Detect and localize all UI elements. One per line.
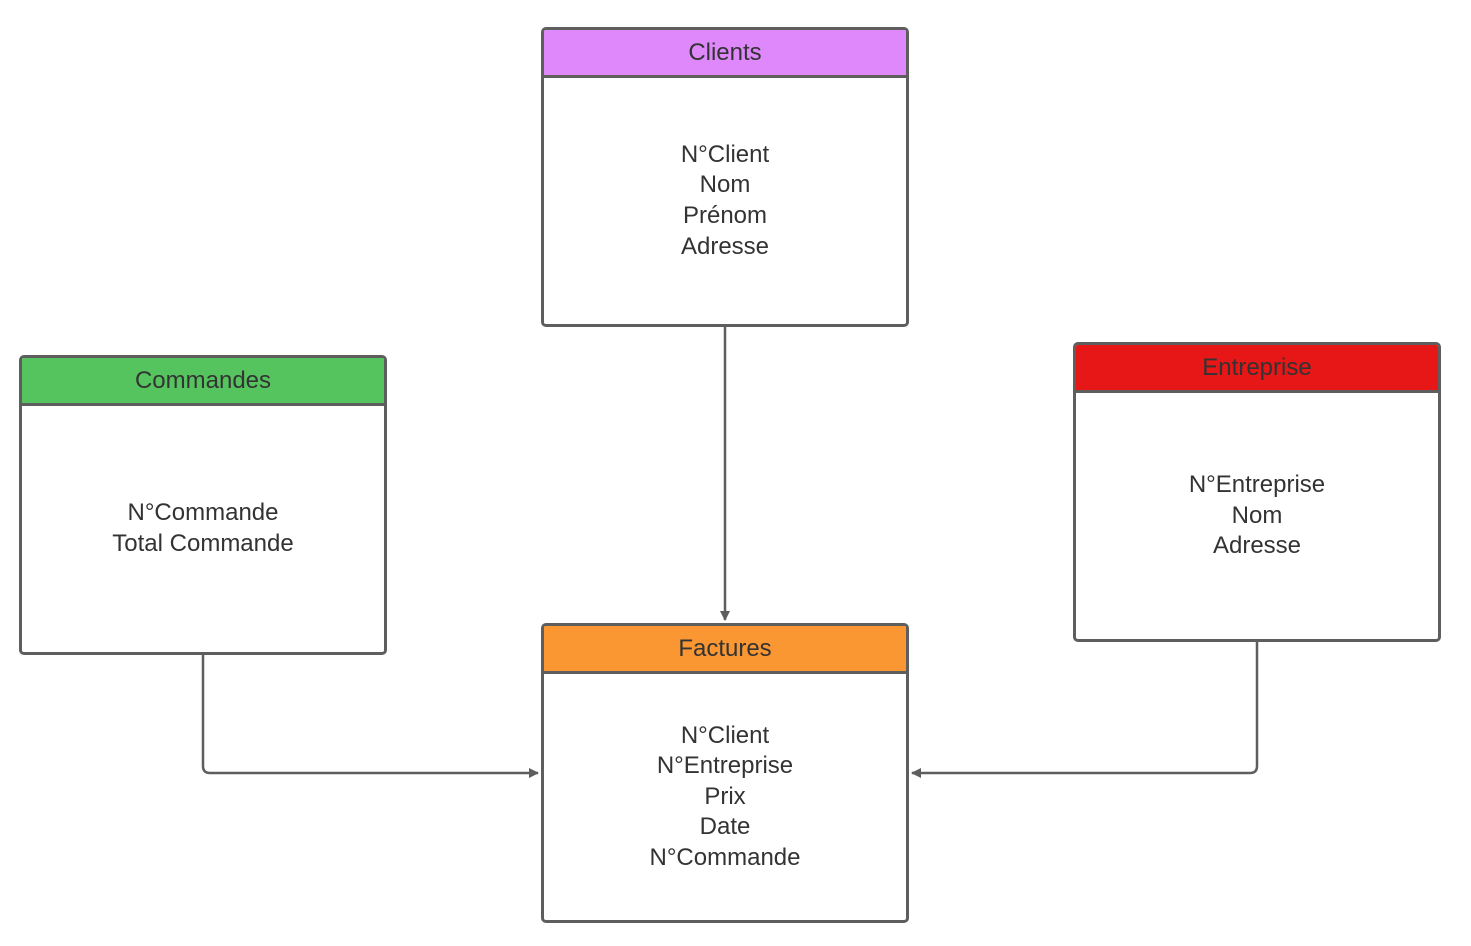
entity-clients-header: Clients (544, 30, 906, 78)
attribute: N°Entreprise (656, 752, 794, 780)
entity-factures-header: Factures (544, 626, 906, 674)
attribute: Adresse (1212, 532, 1302, 560)
attribute: N°Commande (127, 499, 279, 527)
attribute: Adresse (680, 232, 770, 260)
attribute: Prénom (682, 202, 768, 229)
attribute: Nom (699, 171, 751, 199)
entity-factures-attributes: N°Client N°Entreprise Prix Date N°Comman… (544, 674, 906, 920)
attribute: Prix (704, 782, 746, 810)
attribute: Nom (1231, 501, 1283, 529)
entity-commandes-title: Commandes (134, 366, 272, 394)
attribute: N°Entreprise (1188, 471, 1326, 499)
entity-clients-title: Clients (688, 38, 762, 66)
connector-entreprise-factures[interactable] (911, 642, 1259, 778)
entity-commandes-attributes: N°Commande Total Commande (22, 406, 384, 652)
attribute: Date (699, 813, 751, 841)
entity-commandes-header: Commandes (22, 358, 384, 406)
entity-entreprise[interactable]: Entreprise N°Entreprise Nom Adresse (1073, 342, 1441, 642)
entity-entreprise-attributes: N°Entreprise Nom Adresse (1076, 393, 1438, 639)
entity-commandes[interactable]: Commandes N°Commande Total Commande (19, 355, 387, 655)
entity-entreprise-title: Entreprise (1202, 353, 1312, 381)
attribute: N°Commande (649, 843, 801, 871)
entity-factures[interactable]: Factures N°Client N°Entreprise Prix Date… (541, 623, 909, 923)
connector-commandes-factures[interactable] (201, 655, 539, 778)
entity-entreprise-header: Entreprise (1076, 345, 1438, 393)
attribute: N°Client (680, 140, 770, 168)
attribute: N°Client (680, 721, 770, 749)
attribute: Total Commande (112, 530, 294, 557)
entity-clients[interactable]: Clients N°Client Nom Prénom Adresse (541, 27, 909, 327)
entity-factures-title: Factures (678, 634, 772, 662)
entity-clients-attributes: N°Client Nom Prénom Adresse (544, 78, 906, 324)
